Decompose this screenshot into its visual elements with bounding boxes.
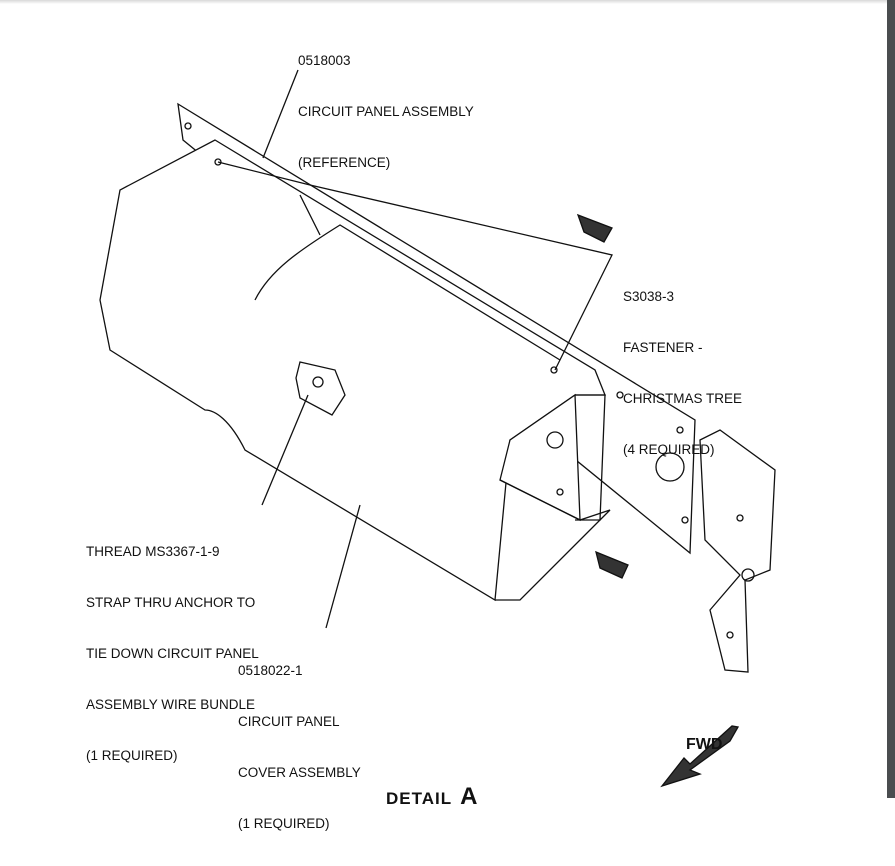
part-note: (4 REQUIRED) xyxy=(623,442,715,457)
label-line: ASSEMBLY WIRE BUNDLE xyxy=(86,697,256,712)
label-cover-assembly: 0518022-1 CIRCUIT PANEL COVER ASSEMBLY (… xyxy=(238,628,361,866)
detail-title: DETAIL A xyxy=(386,783,478,811)
hand-pointer-icon xyxy=(576,213,613,243)
label-strap: THREAD MS3367-1-9 STRAP THRU ANCHOR TO T… xyxy=(86,509,259,798)
leader-panel-ref xyxy=(262,69,299,159)
drawing-page: 0518003 CIRCUIT PANEL ASSEMBLY (REFERENC… xyxy=(0,0,887,831)
label-line: THREAD MS3367-1-9 xyxy=(86,544,220,559)
viewer-scrollbar[interactable] xyxy=(887,0,895,798)
leader-cover xyxy=(325,504,361,629)
part-name: CIRCUIT PANEL ASSEMBLY xyxy=(298,104,474,119)
leader-strap xyxy=(261,394,309,506)
part-number: S3038-3 xyxy=(623,289,675,304)
part-name: COVER ASSEMBLY xyxy=(238,765,361,780)
assembly-drawing xyxy=(99,69,776,788)
fwd-arrow-icon xyxy=(660,725,740,788)
detail-text: DETAIL xyxy=(386,789,453,808)
part-name: CIRCUIT PANEL xyxy=(238,714,340,729)
label-line: STRAP THRU ANCHOR TO xyxy=(86,595,256,610)
detail-letter: A xyxy=(460,783,479,810)
part-name: FASTENER - xyxy=(623,340,703,355)
hand-pointer-icon xyxy=(595,550,629,579)
panel-hole xyxy=(655,452,685,482)
label-fastener: S3038-3 FASTENER - CHRISTMAS TREE (4 REQ… xyxy=(623,254,742,492)
fwd-label: FWD xyxy=(686,736,723,753)
part-number: 0518022-1 xyxy=(238,663,303,678)
strap-anchor xyxy=(295,361,346,416)
label-circuit-panel-reference: 0518003 CIRCUIT PANEL ASSEMBLY (REFERENC… xyxy=(298,18,474,205)
label-line: (1 REQUIRED) xyxy=(86,748,178,763)
part-name: CHRISTMAS TREE xyxy=(623,391,743,406)
mounting-bracket xyxy=(699,429,776,673)
leader-fastener xyxy=(217,161,613,371)
part-note: (REFERENCE) xyxy=(298,155,391,170)
page-top-shadow xyxy=(0,0,887,4)
part-note: (1 REQUIRED) xyxy=(238,816,330,831)
part-number: 0518003 xyxy=(298,53,351,68)
label-line: TIE DOWN CIRCUIT PANEL xyxy=(86,646,259,661)
